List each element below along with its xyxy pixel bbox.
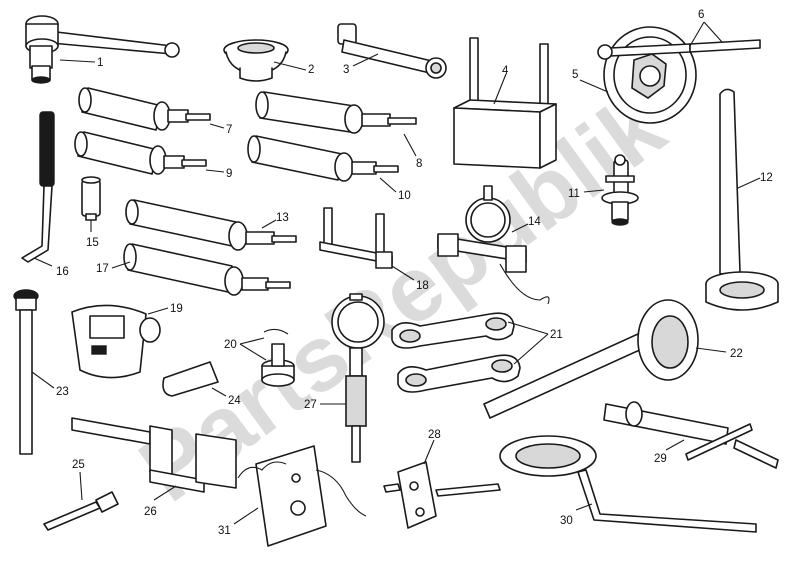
callout-9[interactable]: 9 xyxy=(226,168,232,180)
callout-11[interactable]: 11 xyxy=(568,188,580,200)
callout-26[interactable]: 26 xyxy=(144,506,157,518)
leader-line xyxy=(665,439,685,451)
callout-24[interactable]: 24 xyxy=(228,395,241,407)
leader-line xyxy=(737,177,761,189)
part-26 xyxy=(71,417,237,493)
leader-line xyxy=(59,59,96,63)
part-18 xyxy=(319,207,393,269)
callout-25[interactable]: 25 xyxy=(72,459,85,471)
callout-17[interactable]: 17 xyxy=(96,263,109,275)
leader-line xyxy=(79,471,83,501)
callout-7[interactable]: 7 xyxy=(226,124,232,136)
part-27 xyxy=(331,293,385,463)
leader-line xyxy=(689,21,705,47)
leader-line xyxy=(31,371,55,389)
callout-13[interactable]: 13 xyxy=(276,212,289,224)
leader-line xyxy=(153,485,177,501)
leader-line xyxy=(147,307,169,315)
callout-30[interactable]: 30 xyxy=(560,515,573,527)
leader-line xyxy=(507,321,549,335)
part-13 xyxy=(125,199,297,251)
callout-8[interactable]: 8 xyxy=(416,158,422,170)
part-5 xyxy=(603,26,697,124)
part-15 xyxy=(81,176,101,221)
callout-18[interactable]: 18 xyxy=(416,280,429,292)
part-1 xyxy=(25,15,180,84)
callout-31[interactable]: 31 xyxy=(218,525,231,537)
callout-4[interactable]: 4 xyxy=(502,65,509,77)
callout-22[interactable]: 22 xyxy=(730,348,743,360)
callout-12[interactable]: 12 xyxy=(760,172,773,184)
callout-1[interactable]: 1 xyxy=(97,57,103,69)
leader-line xyxy=(239,343,267,361)
part-6 xyxy=(597,39,761,60)
part-16 xyxy=(21,111,55,263)
leader-line xyxy=(703,21,723,43)
leader-line xyxy=(33,257,53,267)
callout-15[interactable]: 15 xyxy=(86,237,99,249)
leader-line xyxy=(511,223,529,233)
part-10 xyxy=(247,135,399,182)
leader-line xyxy=(261,219,277,229)
callout-29[interactable]: 29 xyxy=(654,453,667,465)
part-11 xyxy=(601,154,639,226)
leader-line xyxy=(111,261,131,269)
callout-20[interactable]: 20 xyxy=(224,339,237,351)
leader-line xyxy=(575,503,593,511)
callout-28[interactable]: 28 xyxy=(428,429,441,441)
callout-27[interactable]: 27 xyxy=(304,399,317,411)
part-29 xyxy=(603,401,779,469)
part-21 xyxy=(391,312,521,393)
part-30 xyxy=(499,435,757,533)
leader-line xyxy=(352,53,379,67)
callout-5[interactable]: 5 xyxy=(572,69,578,81)
leader-line xyxy=(493,73,507,105)
part-4 xyxy=(453,37,557,169)
leader-line xyxy=(379,177,397,193)
leader-line xyxy=(513,333,549,365)
part-8 xyxy=(255,91,417,134)
callout-19[interactable]: 19 xyxy=(170,303,183,315)
part-22 xyxy=(483,299,699,419)
callout-10[interactable]: 10 xyxy=(398,190,411,202)
leader-line xyxy=(239,337,265,345)
part-2 xyxy=(223,39,289,82)
callout-21[interactable]: 21 xyxy=(550,329,563,341)
part-12 xyxy=(705,88,779,311)
part-23 xyxy=(13,289,39,455)
leader-line xyxy=(403,133,417,157)
leader-line xyxy=(583,189,605,193)
callout-3[interactable]: 3 xyxy=(343,64,349,76)
part-19 xyxy=(71,304,161,379)
part-9 xyxy=(74,131,207,175)
callout-14[interactable]: 14 xyxy=(528,216,541,228)
leader-line xyxy=(209,123,225,129)
part-17 xyxy=(123,243,291,296)
part-31 xyxy=(237,445,367,547)
part-3 xyxy=(337,23,447,79)
leader-line xyxy=(695,347,727,353)
leader-line xyxy=(423,439,435,465)
part-24 xyxy=(162,361,219,397)
callout-23[interactable]: 23 xyxy=(56,386,69,398)
leader-line xyxy=(205,169,225,173)
leader-line xyxy=(273,61,307,71)
part-7 xyxy=(78,87,211,131)
part-25 xyxy=(43,491,119,531)
callout-16[interactable]: 16 xyxy=(56,266,69,278)
part-20 xyxy=(261,328,295,387)
callout-layer: 1 2 3 4 5 6 7 8 9 10 11 12 13 14 15 16 xyxy=(31,9,773,537)
part-28 xyxy=(383,461,501,529)
part-14 xyxy=(437,185,550,305)
callout-2[interactable]: 2 xyxy=(308,64,314,76)
leader-line xyxy=(211,387,227,397)
leader-line xyxy=(233,507,259,525)
callout-6[interactable]: 6 xyxy=(698,9,704,21)
leader-line xyxy=(579,79,609,93)
leader-line xyxy=(391,265,415,281)
